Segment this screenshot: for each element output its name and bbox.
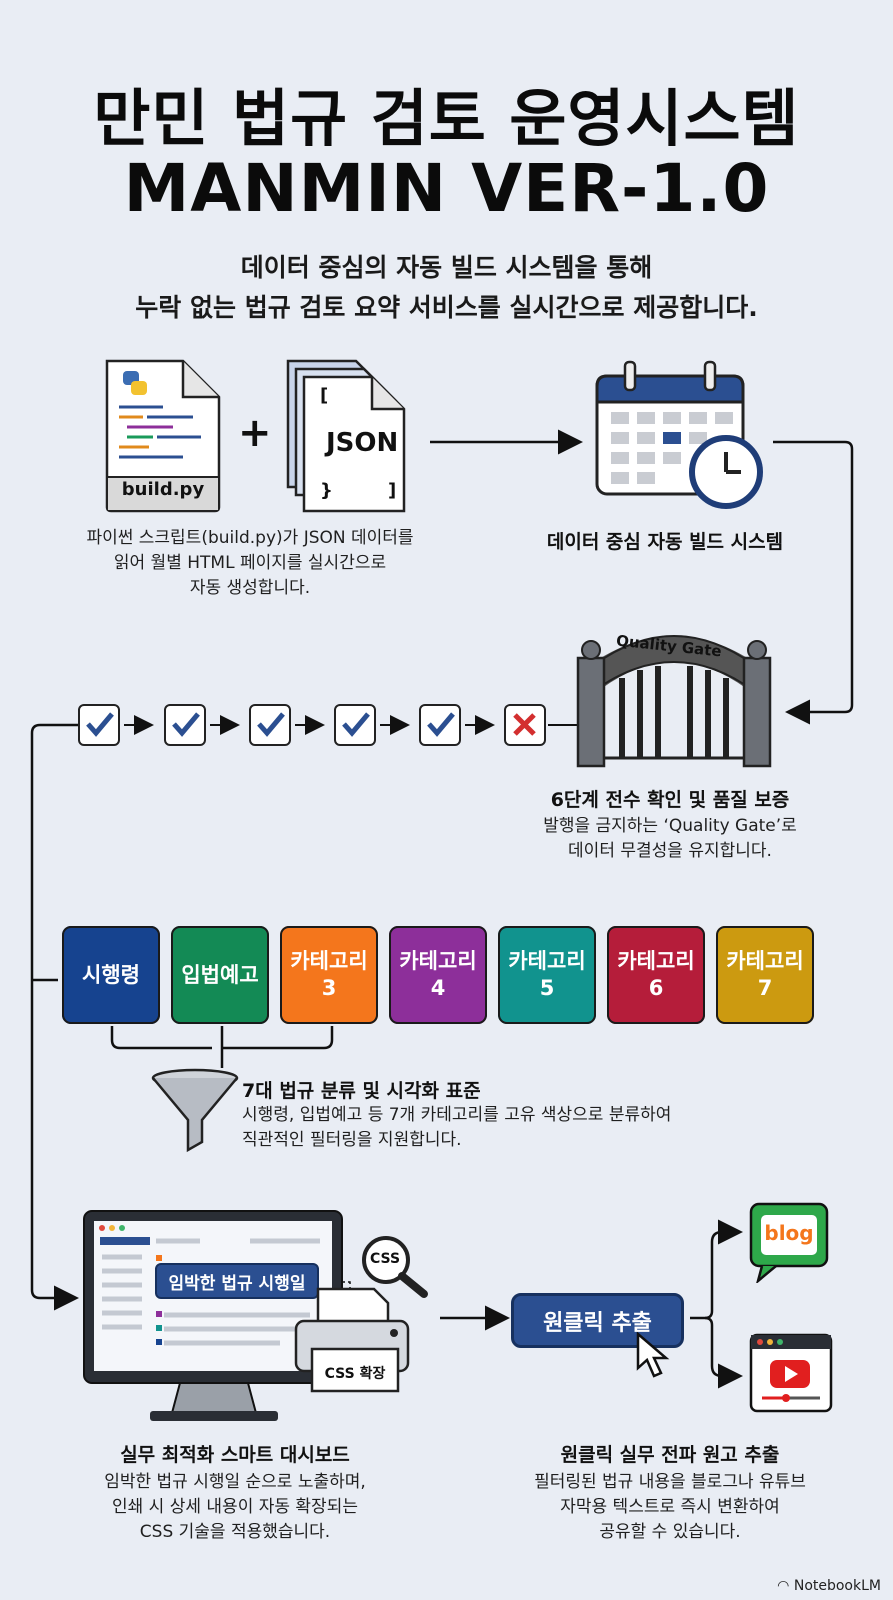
- funnel-icon: [151, 1068, 239, 1153]
- deadline-badge: 임박한 법규 시행일: [155, 1263, 319, 1299]
- dashboard-monitor-icon: [83, 1210, 343, 1421]
- subtitle-line-1: 데이터 중심의 자동 빌드 시스템을 통해: [240, 253, 653, 282]
- quality-description: 발행을 금지하는 ‘Quality Gate’로 데이터 무결성을 유지합니다.: [543, 816, 797, 861]
- subtitle-line-2: 누락 없는 법규 검토 요약 서비스를 실시간으로 제공합니다.: [135, 293, 758, 322]
- quality-heading: 6단계 전수 확인 및 품질 보증: [550, 789, 790, 811]
- check-step-4: [334, 704, 376, 746]
- category-3[interactable]: 카테고리 3: [280, 926, 378, 1024]
- calendar-clock-icon: [595, 360, 763, 509]
- blog-label: blog: [764, 1221, 814, 1245]
- notebooklm-icon: ◠: [777, 1578, 794, 1594]
- extract-heading: 원클릭 실무 전파 원고 추출: [560, 1444, 780, 1466]
- category-legislative-notice[interactable]: 입법예고: [171, 926, 269, 1024]
- category-5[interactable]: 카테고리 5: [498, 926, 596, 1024]
- one-click-extract-button[interactable]: 원클릭 추출: [511, 1293, 684, 1348]
- check-step-5: [419, 704, 461, 746]
- check-step-2: [164, 704, 206, 746]
- json-label: JSON: [326, 428, 399, 458]
- printer-icon: [294, 1287, 410, 1393]
- schedule-heading: 데이터 중심 자동 빌드 시스템: [546, 531, 784, 553]
- cursor-icon: [636, 1332, 670, 1378]
- category-4[interactable]: 카테고리 4: [389, 926, 487, 1024]
- categories-description: 시행령, 입법예고 등 7개 카테고리를 고유 색상으로 분류하여 직관적인 필…: [242, 1105, 672, 1150]
- json-brace-close: }: [320, 480, 333, 501]
- fail-step-6: [504, 704, 546, 746]
- categories-heading: 7대 법규 분류 및 시각화 표준: [242, 1080, 481, 1102]
- check-step-3: [249, 704, 291, 746]
- blog-icon[interactable]: [748, 1201, 830, 1283]
- category-ordinance[interactable]: 시행령: [62, 926, 160, 1024]
- youtube-icon[interactable]: [748, 1332, 834, 1416]
- json-files-icon: [286, 359, 406, 513]
- css-magnifier-icon: [362, 1236, 428, 1298]
- version-title: MANMIN VER-1.0: [123, 150, 770, 227]
- json-bracket-close: ]: [388, 480, 397, 501]
- dashboard-description: 임박한 법규 시행일 순으로 노출하며, 인쇄 시 상세 내용이 자동 확장되는…: [104, 1472, 366, 1542]
- printer-label: CSS 확장: [324, 1366, 386, 1382]
- json-bracket-open: [: [320, 385, 329, 406]
- notebooklm-watermark: ◠ NotebookLM: [777, 1578, 881, 1594]
- dashboard-heading: 실무 최적화 스마트 대시보드: [120, 1444, 350, 1466]
- build-description: 파이썬 스크립트(build.py)가 JSON 데이터를 읽어 월별 HTML…: [86, 528, 414, 598]
- category-6[interactable]: 카테고리 6: [607, 926, 705, 1024]
- category-7[interactable]: 카테고리 7: [716, 926, 814, 1024]
- css-label: CSS: [370, 1251, 401, 1267]
- quality-gate-icon: [576, 635, 772, 768]
- python-file-icon: [105, 359, 221, 513]
- extract-description: 필터링된 법규 내용을 블로그나 유튜브 자막용 텍스트로 즉시 변환하여 공유…: [534, 1472, 806, 1542]
- build-file-label: build.py: [121, 479, 205, 500]
- check-step-1: [78, 704, 120, 746]
- page-title: 만민 법규 검토 운영시스템: [93, 82, 800, 155]
- plus-sign: +: [238, 410, 272, 456]
